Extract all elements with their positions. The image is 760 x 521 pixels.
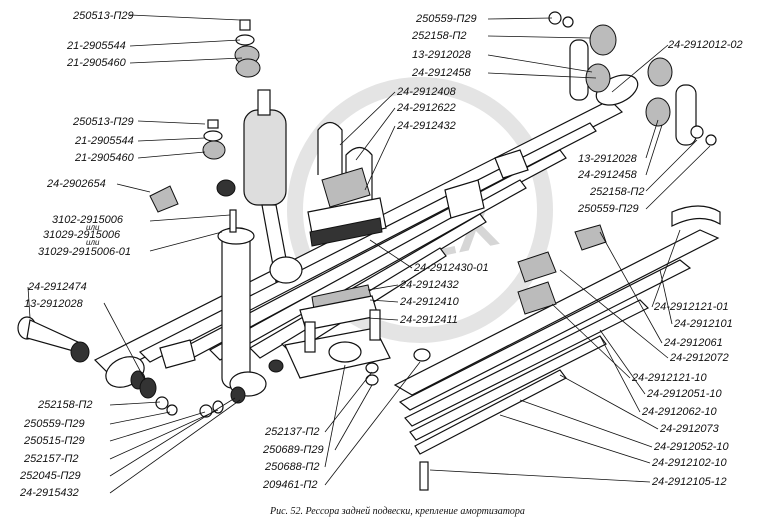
label-24-2915432: 24-2915432 [19,487,79,499]
label-24-2912062-10: 24-2912062-10 [641,406,718,418]
label-24-2912432-top: 24-2912432 [396,120,456,132]
figure-caption: Рис. 52. Рессора задней подвески, крепле… [269,506,525,517]
label-24-2912102-10: 24-2912102-10 [651,457,728,469]
label-24-2912105-12: 24-2912105-12 [651,476,727,488]
label-24-2912101: 24-2912101 [673,318,733,330]
label-31029-2915006-01: 31029-2915006-01 [38,246,131,258]
label-252045-p29: 252045-П29 [19,470,81,482]
label-13-2912028-rear: 13-2912028 [24,298,84,310]
label-250513-p29-top: 250513-П29 [72,10,134,22]
label-24-2912012-02: 24-2912012-02 [667,39,743,51]
label-or-2: или [86,238,100,247]
label-24-2912121-10: 24-2912121-10 [631,372,708,384]
label-24-2912458-front: 24-2912458 [577,169,638,181]
label-21-2905544-top: 21-2905544 [66,40,126,52]
shock-absorber [217,89,303,397]
label-13-2912028-front: 13-2912028 [578,153,638,165]
label-250559-p29-top: 250559-П29 [415,13,477,25]
label-24-2912073: 24-2912073 [659,423,720,435]
label-250515-p29: 250515-П29 [23,435,85,447]
rear-eye-bolt [17,316,246,418]
label-252158-p2-bottom: 252158-П2 [37,399,92,411]
label-24-2902654: 24-2902654 [46,178,106,190]
label-250559-p29-front: 250559-П29 [577,203,639,215]
label-24-2912408: 24-2912408 [396,86,457,98]
part-labels: 250513-П29 21-2905544 21-2905460 250513-… [19,10,743,499]
label-252158-p2-top: 252158-П2 [411,30,466,42]
label-24-2912072: 24-2912072 [669,352,729,364]
label-24-2912052-10: 24-2912052-10 [653,441,730,453]
label-250513-p29-mid: 250513-П29 [72,116,134,128]
label-24-2912474: 24-2912474 [27,281,87,293]
upper-bushings [149,19,261,213]
lower-plate [268,309,431,386]
label-24-2912410: 24-2912410 [399,296,460,308]
leader-lines [27,14,711,494]
label-250688-p2: 250688-П2 [264,461,319,473]
label-252158-p2-front: 252158-П2 [589,186,644,198]
label-24-2912411: 24-2912411 [399,314,458,326]
label-21-2905460-mid: 21-2905460 [74,152,135,164]
label-24-2912061: 24-2912061 [663,337,723,349]
label-209461-p2: 209461-П2 [262,479,317,491]
label-13-2912028-top: 13-2912028 [412,49,472,61]
label-21-2905460-top: 21-2905460 [66,57,127,69]
label-3102-2915006: 3102-2915006 [52,214,124,226]
label-24-2912432-mid: 24-2912432 [399,279,459,291]
label-24-2912121-01: 24-2912121-01 [653,301,729,313]
label-31029-2915006: 31029-2915006 [43,229,121,241]
label-252157-p2: 252157-П2 [23,453,78,465]
label-24-2912051-10: 24-2912051-10 [646,388,723,400]
label-or-1: или [86,223,100,232]
label-24-2912458-top: 24-2912458 [411,67,472,79]
label-24-2912430-01: 24-2912430-01 [413,262,489,274]
label-250559-p29-bottom: 250559-П29 [23,418,85,430]
label-24-2912622: 24-2912622 [396,102,456,114]
label-250689-p29: 250689-П29 [262,444,324,456]
spring-leaves-exploded [393,205,721,491]
label-252137-p2: 252137-П2 [264,426,319,438]
u-bolts [299,121,387,331]
label-21-2905544-mid: 21-2905544 [74,135,134,147]
